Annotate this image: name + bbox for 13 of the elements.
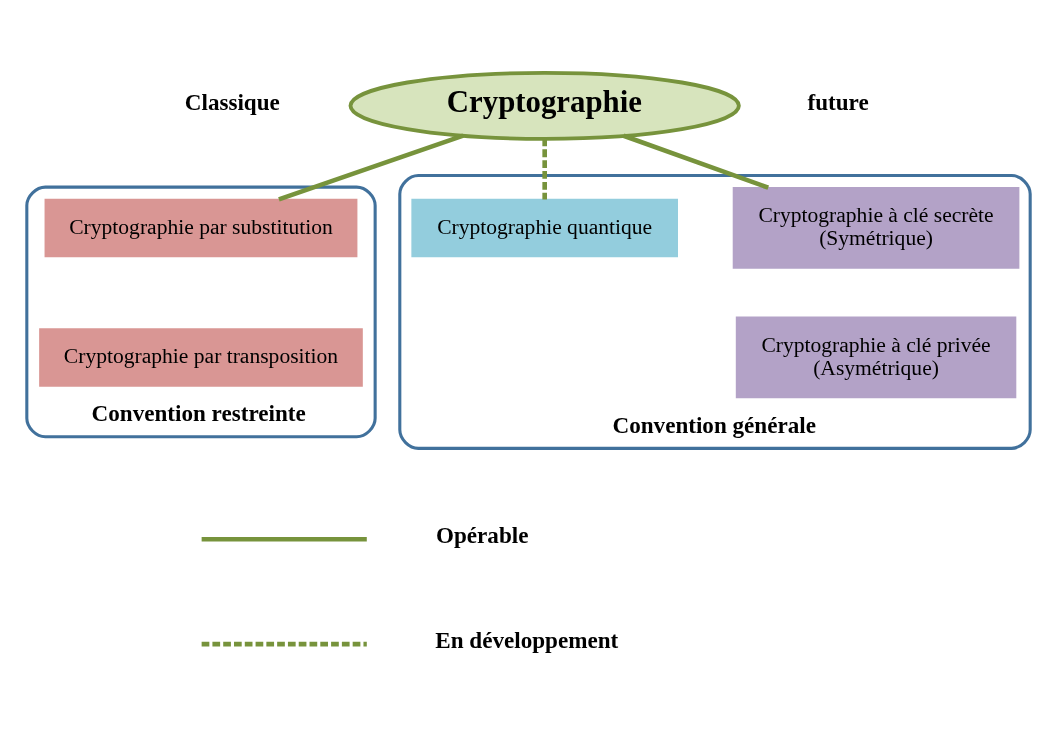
label: Classique	[184, 88, 280, 115]
node-box: Cryptographie à clé privée (Asymétrique)	[735, 316, 1017, 399]
connector	[278, 133, 464, 202]
connector	[622, 133, 770, 190]
node-ellipse: Cryptographie	[348, 70, 741, 141]
connector	[542, 138, 547, 200]
label: future	[807, 88, 869, 115]
legend-label: En développement	[435, 626, 619, 653]
node-box: Cryptographie à clé secrète (Symétrique)	[732, 187, 1020, 269]
node-box: Cryptographie par substitution	[44, 198, 358, 258]
node-box: Cryptographie par transposition	[39, 328, 363, 387]
legend-label: Opérable	[436, 522, 529, 549]
node-box: Cryptographie quantique	[411, 198, 678, 258]
